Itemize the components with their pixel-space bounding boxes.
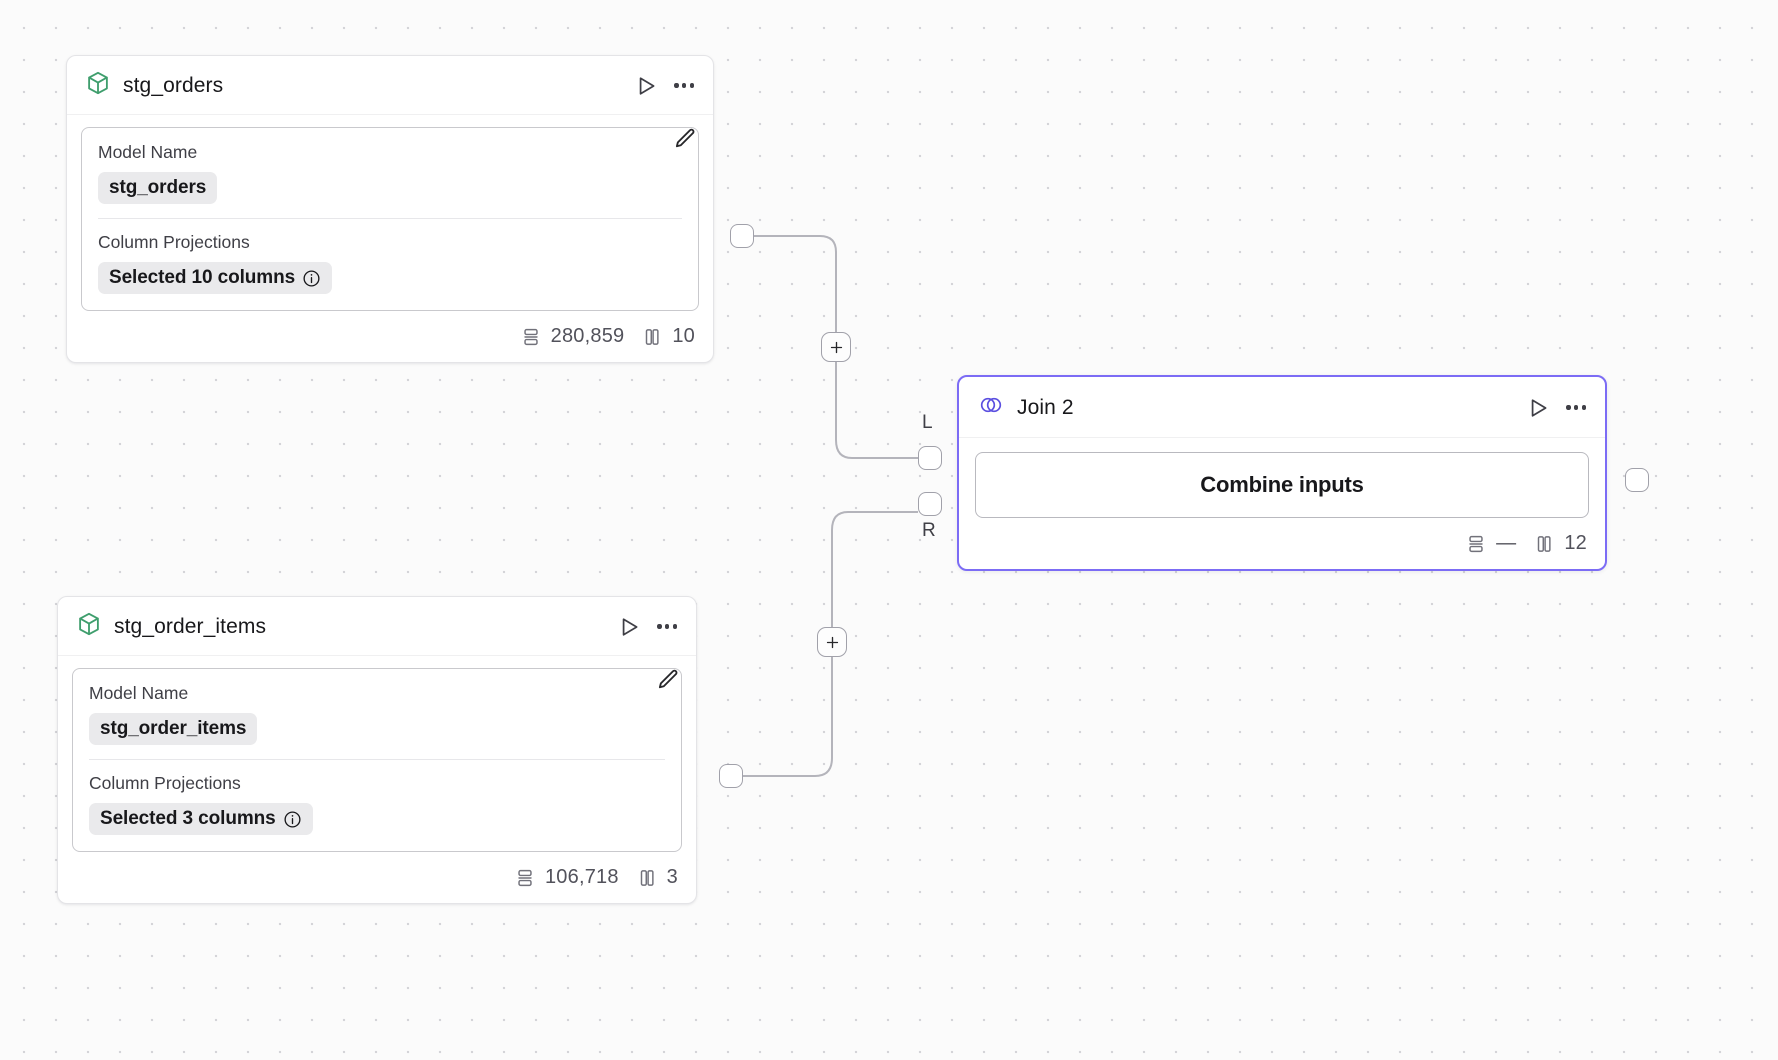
edit-pencil-icon[interactable]	[672, 126, 698, 152]
column-count-stat: 3	[636, 866, 678, 889]
columns-icon	[1533, 533, 1555, 555]
model-name-value[interactable]: stg_orders	[98, 172, 218, 204]
node-header-actions	[633, 73, 695, 99]
node-header: stg_orders	[67, 56, 713, 115]
node-header-actions	[616, 614, 678, 640]
column-projections-text: Selected 3 columns	[100, 808, 276, 829]
add-node-on-edge-top-button[interactable]	[821, 332, 851, 362]
column-count-value: 10	[672, 325, 695, 347]
column-count-value: 3	[666, 866, 678, 888]
node-body: Model Name stg_order_items Column Projec…	[58, 656, 696, 852]
column-projections-value[interactable]: Selected 3 columns	[89, 803, 313, 835]
info-icon[interactable]	[302, 269, 321, 288]
column-projections-value[interactable]: Selected 10 columns	[98, 262, 333, 294]
join-input-port-left[interactable]	[918, 446, 942, 470]
model-name-label: Model Name	[89, 683, 189, 703]
row-count-stat: 106,718	[514, 866, 619, 889]
panel-divider	[98, 218, 682, 219]
column-projections-row: Column Projections Selected 3 columns	[89, 773, 665, 835]
column-projections-label: Column Projections	[89, 773, 241, 793]
join-input-port-right[interactable]	[918, 492, 942, 516]
output-port-stg-orders[interactable]	[730, 224, 754, 248]
panel-divider	[89, 759, 665, 760]
column-count-stat: 12	[1533, 532, 1587, 555]
node-header: Join 2	[959, 377, 1605, 438]
node-stg-orders[interactable]: stg_orders Mod	[66, 55, 714, 363]
node-footer-stats: 106,718 3	[58, 852, 696, 903]
venn-circles-icon	[977, 391, 1005, 424]
rows-icon	[520, 326, 542, 348]
more-options-icon[interactable]	[673, 79, 695, 91]
row-count-value: —	[1496, 532, 1517, 554]
node-header: stg_order_items	[58, 597, 696, 656]
add-node-on-edge-bottom-button[interactable]	[817, 627, 847, 657]
node-header-actions	[1525, 395, 1587, 421]
rows-icon	[514, 867, 536, 889]
node-title: stg_orders	[123, 73, 224, 97]
model-name-row: Model Name stg_order_items	[89, 683, 665, 745]
edit-pencil-icon[interactable]	[655, 667, 681, 693]
run-icon[interactable]	[1525, 395, 1551, 421]
column-projections-label: Column Projections	[98, 232, 250, 252]
node-join-2[interactable]: Join 2 Combine inputs	[957, 375, 1607, 571]
plus-icon	[826, 636, 838, 648]
column-count-stat: 10	[641, 325, 695, 348]
column-projections-row: Column Projections Selected 10 columns	[98, 232, 682, 294]
rows-icon	[1465, 533, 1487, 555]
more-options-icon[interactable]	[656, 620, 678, 632]
column-projections-text: Selected 10 columns	[109, 267, 296, 288]
output-port-stg-order-items[interactable]	[719, 764, 743, 788]
row-count-value: 106,718	[544, 866, 619, 888]
cube-icon	[76, 611, 102, 642]
node-stg-order-items[interactable]: stg_order_items	[57, 596, 697, 904]
model-name-row: Model Name stg_orders	[98, 142, 682, 204]
node-body: Model Name stg_orders Column Projections…	[67, 115, 713, 311]
model-config-panel: Model Name stg_order_items Column Projec…	[72, 668, 682, 852]
columns-icon	[641, 326, 663, 348]
node-title: Join 2	[1017, 395, 1074, 419]
row-count-stat: —	[1465, 532, 1516, 555]
info-icon[interactable]	[283, 810, 302, 829]
node-title: stg_order_items	[114, 614, 267, 638]
node-footer-stats: 280,859 10	[67, 311, 713, 362]
plus-icon	[830, 341, 842, 353]
model-name-value[interactable]: stg_order_items	[89, 713, 258, 745]
column-count-value: 12	[1564, 532, 1587, 554]
row-count-value: 280,859	[550, 325, 625, 347]
node-footer-stats: — 12	[959, 518, 1605, 569]
cube-icon	[85, 70, 111, 101]
combine-inputs-button[interactable]: Combine inputs	[975, 452, 1589, 518]
join-input-label-right: R	[922, 520, 936, 541]
join-input-label-left: L	[922, 412, 933, 433]
run-icon[interactable]	[633, 73, 659, 99]
join-output-port[interactable]	[1625, 468, 1649, 492]
model-name-label: Model Name	[98, 142, 198, 162]
model-config-panel: Model Name stg_orders Column Projections…	[81, 127, 699, 311]
row-count-stat: 280,859	[520, 325, 625, 348]
columns-icon	[636, 867, 658, 889]
run-icon[interactable]	[616, 614, 642, 640]
more-options-icon[interactable]	[1565, 401, 1587, 413]
node-body: Combine inputs	[959, 438, 1605, 518]
